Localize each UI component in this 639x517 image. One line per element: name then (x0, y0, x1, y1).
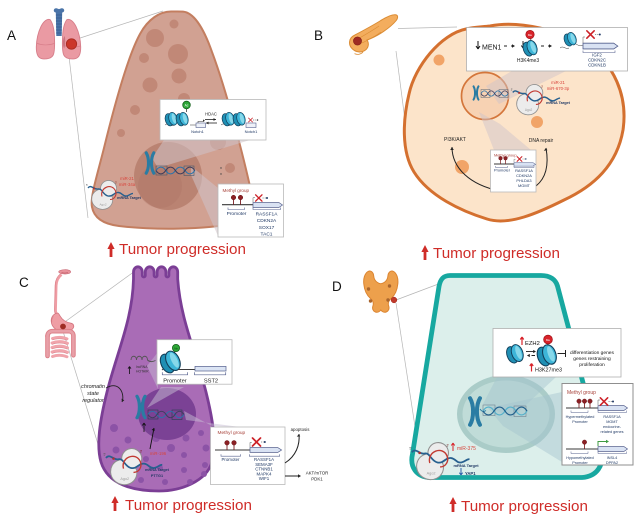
svg-text:CTNNB1: CTNNB1 (255, 467, 273, 472)
svg-text:Tumor progression: Tumor progression (125, 497, 252, 514)
svg-text:AKT/mTOR: AKT/mTOR (306, 471, 329, 476)
svg-text:endocrine-: endocrine- (603, 425, 622, 429)
svg-text:lncRNA: lncRNA (136, 365, 148, 369)
svg-text:Tumor progression: Tumor progression (119, 241, 246, 258)
svg-text:Methyl group: Methyl group (567, 390, 596, 396)
svg-text:miR-21: miR-21 (551, 80, 565, 85)
svg-text:C: C (19, 275, 29, 290)
svg-text:miR-34a: miR-34a (119, 182, 136, 187)
svg-text:Me: Me (174, 346, 178, 350)
svg-text:Methyl group: Methyl group (218, 430, 246, 436)
svg-text:PHLDA3: PHLDA3 (516, 178, 531, 183)
svg-text:H3K4me3: H3K4me3 (517, 58, 539, 64)
svg-text:TAC1: TAC1 (261, 232, 273, 238)
svg-text:CDKN2A: CDKN2A (516, 173, 532, 178)
svg-text:Promoter: Promoter (494, 168, 511, 173)
svg-text:PTTG1: PTTG1 (151, 474, 163, 478)
svg-text:Promoter: Promoter (227, 211, 247, 217)
svg-text:related genes: related genes (600, 430, 623, 434)
svg-text:Promoter: Promoter (221, 457, 240, 462)
svg-text:SEMA3F: SEMA3F (255, 462, 273, 467)
svg-text:apoptosis: apoptosis (291, 427, 311, 432)
svg-text:mRNA Target: mRNA Target (145, 468, 170, 472)
svg-text:Hypomethylated: Hypomethylated (566, 456, 593, 460)
svg-text:Promoter: Promoter (572, 461, 588, 465)
svg-text:Promoter: Promoter (163, 379, 186, 385)
svg-text:Me: Me (528, 33, 532, 37)
svg-text:PI3K/AKT: PI3K/AKT (444, 137, 466, 143)
svg-text:Tumor progression: Tumor progression (461, 498, 588, 515)
svg-text:CDKN2C: CDKN2C (588, 58, 606, 63)
svg-text:MAPK4: MAPK4 (257, 471, 272, 476)
svg-text:INSL4: INSL4 (607, 456, 618, 460)
svg-text:state: state (87, 391, 99, 397)
svg-text:Notch1: Notch1 (191, 129, 204, 134)
svg-text:Ac: Ac (185, 104, 189, 108)
svg-text:miR-196: miR-196 (150, 451, 167, 456)
svg-text:chromatin: chromatin (81, 384, 105, 390)
svg-text:EZH2: EZH2 (525, 341, 540, 347)
svg-text:SST2: SST2 (204, 379, 218, 385)
svg-text:PDK1: PDK1 (311, 477, 323, 482)
svg-text:MEN1: MEN1 (482, 45, 502, 52)
svg-text:Tumor progression: Tumor progression (433, 245, 560, 262)
svg-text:YAP1: YAP1 (465, 471, 476, 476)
svg-text:genes restraining: genes restraining (573, 356, 611, 362)
svg-text:Methyl group: Methyl group (223, 188, 250, 193)
svg-text:WIF1: WIF1 (259, 476, 270, 481)
svg-text:Hypermethylated: Hypermethylated (566, 415, 595, 419)
svg-text:DNA repair: DNA repair (529, 138, 554, 144)
svg-text:regulator: regulator (82, 398, 103, 404)
svg-text:HOTAIR: HOTAIR (136, 370, 149, 374)
svg-text:RASSF1A: RASSF1A (603, 415, 621, 419)
svg-text:mRNA Target: mRNA Target (117, 196, 142, 200)
svg-text:miR-375: miR-375 (457, 446, 476, 452)
svg-text:CDKN2A: CDKN2A (257, 218, 277, 224)
svg-text:RASSF1A: RASSF1A (515, 168, 533, 173)
svg-text:miR-21: miR-21 (120, 176, 134, 181)
svg-text:Me: Me (546, 338, 550, 342)
svg-text:H3K27me3: H3K27me3 (535, 368, 562, 374)
svg-text:Methyl group: Methyl group (494, 152, 517, 157)
svg-text:MGMT: MGMT (518, 183, 531, 188)
svg-text:CDKN1B: CDKN1B (588, 63, 606, 68)
svg-text:MGMT: MGMT (606, 420, 618, 424)
svg-text:Promoter: Promoter (572, 420, 588, 424)
svg-text:B: B (314, 28, 323, 43)
svg-text:DPPA2: DPPA2 (606, 461, 618, 465)
svg-text:A: A (7, 28, 16, 43)
svg-text:proliferation: proliferation (579, 362, 605, 368)
svg-text:RASSF1A: RASSF1A (256, 212, 279, 218)
svg-text:differentiation genes: differentiation genes (570, 350, 615, 356)
svg-text:miR-670-3p: miR-670-3p (547, 86, 570, 91)
svg-text:mRNA Target: mRNA Target (453, 463, 479, 468)
svg-text:IGF2: IGF2 (592, 53, 602, 58)
svg-text:RASSF1A: RASSF1A (254, 457, 274, 462)
svg-text:mRNA Target: mRNA Target (546, 101, 571, 105)
svg-text:D: D (332, 279, 342, 294)
svg-text:Notch1: Notch1 (245, 129, 258, 134)
svg-text:HDAC: HDAC (205, 112, 217, 117)
svg-text:SOX17: SOX17 (259, 225, 275, 231)
